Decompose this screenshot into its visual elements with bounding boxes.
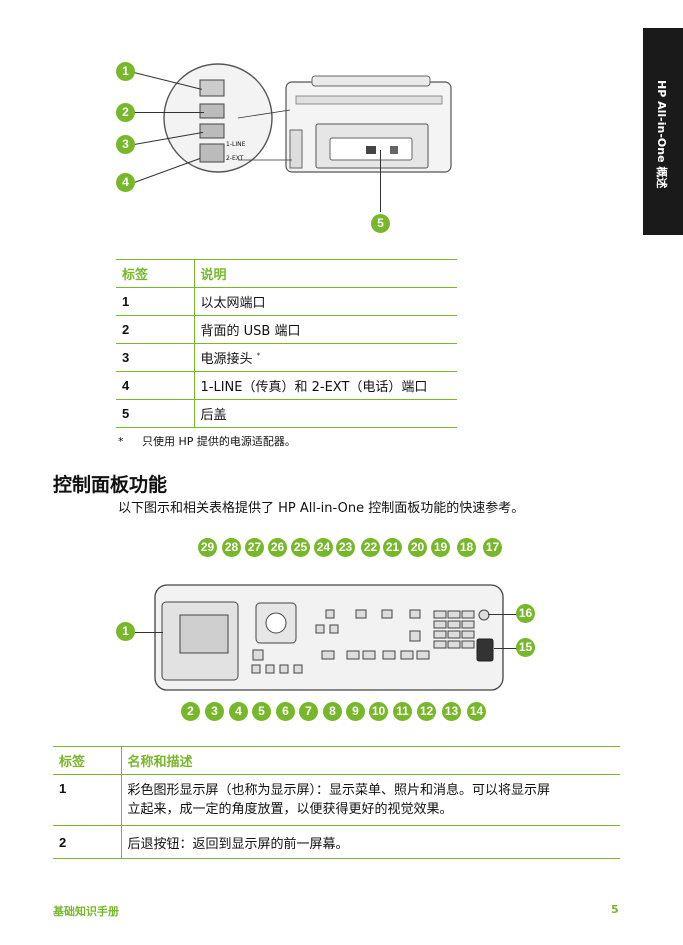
row-desc: 背面的 USB 端口 bbox=[193, 315, 457, 344]
rear-view-illustration bbox=[163, 63, 452, 173]
row-desc: 1-LINE（传真）和 2-EXT（电话）端口 bbox=[193, 371, 457, 400]
callout-line-15 bbox=[494, 648, 520, 649]
rear-ports-table: 标签 说明 1 以太网端口 2 背面的 USB 端口 3 电源接头 * 4 1-… bbox=[116, 259, 457, 428]
callout-16: 16 bbox=[516, 604, 535, 623]
callout-5: 5 bbox=[371, 214, 390, 233]
port-label-ext: 2-EXT bbox=[226, 155, 244, 162]
footnote: * 只使用 HP 提供的电源适配器。 bbox=[118, 433, 296, 449]
row-label: 1 bbox=[116, 287, 194, 316]
row-desc-cell: 彩色图形显示屏（也称为显示屏）：显示菜单、照片和消息。可以将显示屏 立起来，成一… bbox=[120, 774, 620, 826]
row-label: 3 bbox=[116, 343, 194, 372]
row-label: 2 bbox=[53, 825, 121, 859]
callout-14: 14 bbox=[467, 702, 486, 721]
callout-20: 20 bbox=[408, 538, 427, 557]
header-label: 标签 bbox=[53, 746, 121, 775]
section-title: 控制面板功能 bbox=[53, 474, 168, 496]
callout-15: 15 bbox=[516, 638, 535, 657]
row-desc: 电源接头 bbox=[200, 352, 253, 367]
callout-22: 22 bbox=[361, 538, 380, 557]
callout-28: 28 bbox=[222, 538, 241, 557]
callout-17: 17 bbox=[483, 538, 502, 557]
callout-line-2 bbox=[134, 112, 204, 113]
table-header-row: 标签 名称和描述 bbox=[53, 746, 620, 775]
row-desc: 以太网端口 bbox=[193, 287, 457, 316]
callout-3: 3 bbox=[116, 135, 135, 154]
row-label: 5 bbox=[116, 399, 194, 428]
table-header-row: 标签 说明 bbox=[116, 259, 457, 288]
callout-4: 4 bbox=[116, 173, 135, 192]
callout-10: 10 bbox=[369, 702, 388, 721]
callout-5-panel: 5 bbox=[252, 702, 271, 721]
control-panel-illustration bbox=[154, 584, 504, 691]
header-label: 标签 bbox=[116, 259, 194, 288]
row-desc: 后盖 bbox=[193, 399, 457, 428]
row-label: 4 bbox=[116, 371, 194, 400]
chapter-side-tab: HP All-in-One 概述 bbox=[643, 28, 683, 235]
callout-4-panel: 4 bbox=[229, 702, 248, 721]
callout-7: 7 bbox=[299, 702, 318, 721]
callout-11: 11 bbox=[393, 702, 412, 721]
table-row: 3 电源接头 * bbox=[116, 343, 457, 372]
table-row: 2 背面的 USB 端口 bbox=[116, 315, 457, 344]
footnote-mark: * bbox=[118, 435, 124, 448]
footnote-text: 只使用 HP 提供的电源适配器。 bbox=[142, 435, 296, 448]
header-desc: 说明 bbox=[193, 259, 457, 288]
callout-21: 21 bbox=[383, 538, 402, 557]
port-label-line: 1-LINE bbox=[226, 141, 246, 148]
callout-9: 9 bbox=[346, 702, 365, 721]
table-row: 4 1-LINE（传真）和 2-EXT（电话）端口 bbox=[116, 371, 457, 400]
footnote-ref: * bbox=[256, 351, 261, 360]
callout-12: 12 bbox=[417, 702, 436, 721]
callout-19: 19 bbox=[431, 538, 450, 557]
callout-3-panel: 3 bbox=[205, 702, 224, 721]
callout-24: 24 bbox=[314, 538, 333, 557]
row-desc-cell: 电源接头 * bbox=[193, 343, 457, 372]
callout-29: 29 bbox=[198, 538, 217, 557]
footer-page-number: 5 bbox=[611, 903, 619, 916]
control-panel-table: 标签 名称和描述 1 彩色图形显示屏（也称为显示屏）：显示菜单、照片和消息。可以… bbox=[53, 746, 620, 859]
table-row: 2 后退按钮：返回到显示屏的前一屏幕。 bbox=[53, 825, 620, 859]
callout-23: 23 bbox=[336, 538, 355, 557]
callout-2: 2 bbox=[116, 103, 135, 122]
header-desc: 名称和描述 bbox=[120, 746, 620, 775]
row-desc-line: 彩色图形显示屏（也称为显示屏）：显示菜单、照片和消息。可以将显示屏 bbox=[127, 783, 551, 798]
callout-26: 26 bbox=[268, 538, 287, 557]
callout-13: 13 bbox=[442, 702, 461, 721]
row-label: 2 bbox=[116, 315, 194, 344]
footer-manual-title: 基础知识手册 bbox=[53, 905, 119, 918]
callout-6: 6 bbox=[276, 702, 295, 721]
section-intro: 以下图示和相关表格提供了 HP All-in-One 控制面板功能的快速参考。 bbox=[118, 501, 525, 516]
callout-25: 25 bbox=[291, 538, 310, 557]
row-desc-line: 立起来，成一定的角度放置，以便获得更好的视觉效果。 bbox=[127, 802, 453, 817]
table-row: 5 后盖 bbox=[116, 399, 457, 428]
callout-27: 27 bbox=[245, 538, 264, 557]
callout-8: 8 bbox=[323, 702, 342, 721]
row-label: 1 bbox=[53, 774, 121, 826]
table-row: 1 以太网端口 bbox=[116, 287, 457, 316]
row-desc: 后退按钮：返回到显示屏的前一屏幕。 bbox=[120, 825, 620, 859]
callout-line-1b bbox=[135, 632, 163, 633]
callout-2-panel: 2 bbox=[181, 702, 200, 721]
callout-18: 18 bbox=[457, 538, 476, 557]
callout-line-16 bbox=[488, 614, 520, 615]
callout-line-5 bbox=[380, 150, 381, 212]
callout-1-panel: 1 bbox=[116, 622, 135, 641]
callout-1: 1 bbox=[116, 62, 135, 81]
table-row: 1 彩色图形显示屏（也称为显示屏）：显示菜单、照片和消息。可以将显示屏 立起来，… bbox=[53, 774, 620, 826]
